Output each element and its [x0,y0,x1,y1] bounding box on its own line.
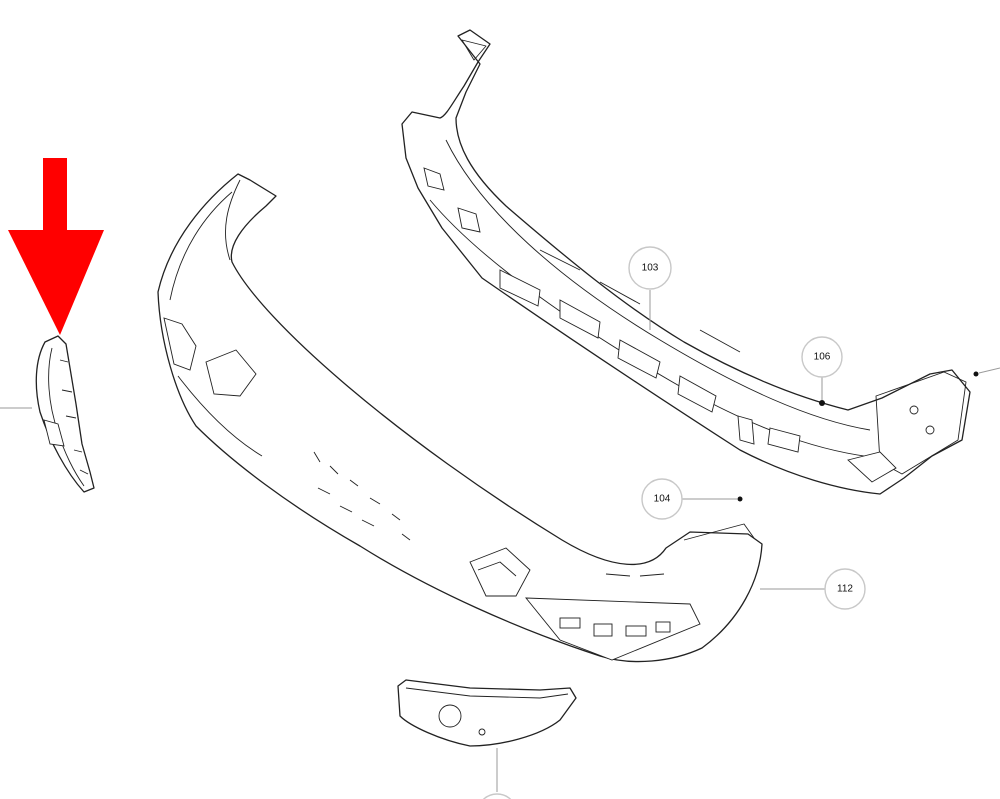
bumper-cover-right-tab [683,523,755,541]
reinforcement-opening-8 [767,427,801,453]
bumper-cover-grille-slot-2 [593,623,613,637]
reinforcement-bolt-hole-2 [925,425,935,435]
callout-112-label: 112 [837,584,853,595]
callout-106-circle [801,336,843,378]
lower-trim-fog-opening [438,704,462,728]
bumper-reinforcement-part[interactable] [401,29,971,495]
reinforcement-upper-rib [445,139,871,431]
reinforcement-top-tab [461,39,487,61]
right-edge-leader [978,367,1000,374]
bumper-cover-outline [157,173,763,663]
bumper-cover-left-opening [163,317,197,371]
bumper-cover-lower-grille [525,597,701,661]
reinforcement-opening-2 [457,207,481,233]
reinforcement-opening-4 [559,299,601,339]
callout-103[interactable]: 103 [628,246,672,290]
reinforcement-opening-5 [617,339,661,379]
callout-112[interactable]: 112 [824,568,866,610]
bumper-cover-right-bracket [469,547,531,597]
reinforcement-right-mount [847,451,897,483]
bumper-cover-grille-slot-1 [559,617,581,629]
bumper-cover-surface-marks [605,573,665,577]
bumper-cover-left-bracket [205,349,257,397]
callout-bottom[interactable] [477,793,517,799]
left-corner-trim-part[interactable] [35,335,95,493]
lower-trim-hole [478,728,486,736]
reinforcement-opening-6 [677,375,717,413]
reinforcement-opening-1 [423,167,445,191]
callout-112-circle [824,568,866,610]
callout-106[interactable]: 106 [801,336,843,378]
bumper-cover-part[interactable] [157,173,763,663]
left-corner-trim-outline [35,335,95,493]
reinforcement-opening-3 [499,269,541,307]
callout-bottom-circle [482,793,512,799]
bumper-cover-grille-slot-4 [655,621,671,633]
callout-104-circle [641,478,683,520]
reinforcement-bolt-hole-1 [909,405,919,415]
callout-104-fastener [737,496,743,502]
left-corner-trim-opening [43,419,65,447]
arrow-head [8,230,104,335]
bumper-cover-left-crease [177,375,263,457]
lower-trim-outline [397,679,577,747]
arrow-shaft [43,158,67,232]
callout-106-fastener [819,400,825,406]
down-arrow-icon [8,158,104,335]
bumper-cover-top-rim [225,179,241,261]
right-edge-fastener [973,371,979,377]
callout-104[interactable]: 104 [641,478,683,520]
bumper-cover-grille-slot-3 [625,625,647,637]
reinforcement-opening-7 [737,415,755,445]
reinforcement-lower-rib [429,199,881,459]
lower-trim-top-edge [405,687,569,699]
callout-106-label: 106 [814,352,831,363]
left-corner-trim-clips [59,359,89,475]
reinforcement-outline [401,29,971,495]
callout-103-label: 103 [642,263,659,274]
lower-trim-part[interactable] [397,679,577,747]
bumper-cover-mounting-marks [313,451,411,541]
callout-103-circle [628,246,672,290]
bumper-cover-right-bracket-edge [477,561,517,577]
reinforcement-surface-lines [539,249,741,353]
bumper-cover-upper-edge [169,191,233,301]
callout-104-label: 104 [654,494,671,505]
